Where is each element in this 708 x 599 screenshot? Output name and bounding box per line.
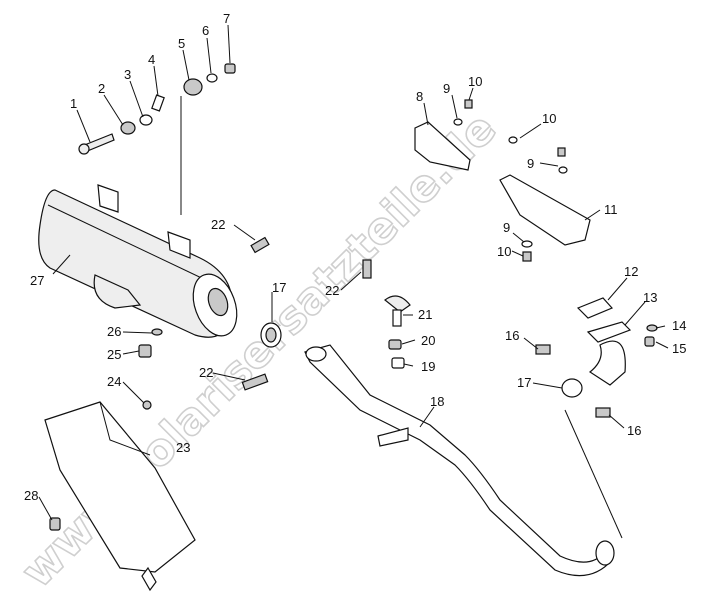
callout-25: 25 [107,347,121,362]
callout-17-left: 17 [272,280,286,295]
muffler [38,184,238,338]
manifold-right [535,297,658,539]
callout-4: 4 [148,52,155,67]
callout-9-mid: 9 [527,156,534,171]
callout-10-low: 10 [497,244,511,259]
gasket-left [260,322,282,348]
callout-18: 18 [430,394,444,409]
callout-22-top: 22 [211,217,225,232]
callout-10-top: 10 [468,74,482,89]
callout-9-top: 9 [443,81,450,96]
callout-20: 20 [421,333,435,348]
callout-7: 7 [223,11,230,26]
callout-19: 19 [421,359,435,374]
callout-21: 21 [418,307,432,322]
leader-lines [38,24,669,521]
callout-17-right: 17 [517,375,531,390]
hardware-stack [78,63,236,215]
callout-10-mid: 10 [542,111,556,126]
center-parts [362,259,411,369]
brackets [414,99,591,262]
callout-6: 6 [202,23,209,38]
callout-13: 13 [643,290,657,305]
callout-14: 14 [672,318,686,333]
callout-12: 12 [624,264,638,279]
left-hardware [49,236,270,531]
exhaust-pipe [304,344,615,577]
callout-22-low: 22 [199,365,213,380]
callout-8: 8 [416,89,423,104]
callout-9-low: 9 [503,220,510,235]
heat-shield [44,401,196,592]
callout-1: 1 [70,96,77,111]
callout-2: 2 [98,81,105,96]
callout-15: 15 [672,341,686,356]
callout-16-top: 16 [505,328,519,343]
callout-24: 24 [107,374,121,389]
callout-11: 11 [604,202,618,217]
callout-26: 26 [107,324,121,339]
callout-22-center: 22 [325,283,339,298]
callout-5: 5 [178,36,185,51]
callout-3: 3 [124,67,131,82]
callout-23: 23 [176,440,190,455]
callout-27: 27 [30,273,44,288]
callout-labels: 1 2 3 4 5 6 7 8 9 10 10 9 11 9 10 12 13 … [24,11,686,503]
callout-16-low: 16 [627,423,641,438]
callout-28: 28 [24,488,38,503]
watermark: www.polarisersatzteile.de [12,103,506,597]
